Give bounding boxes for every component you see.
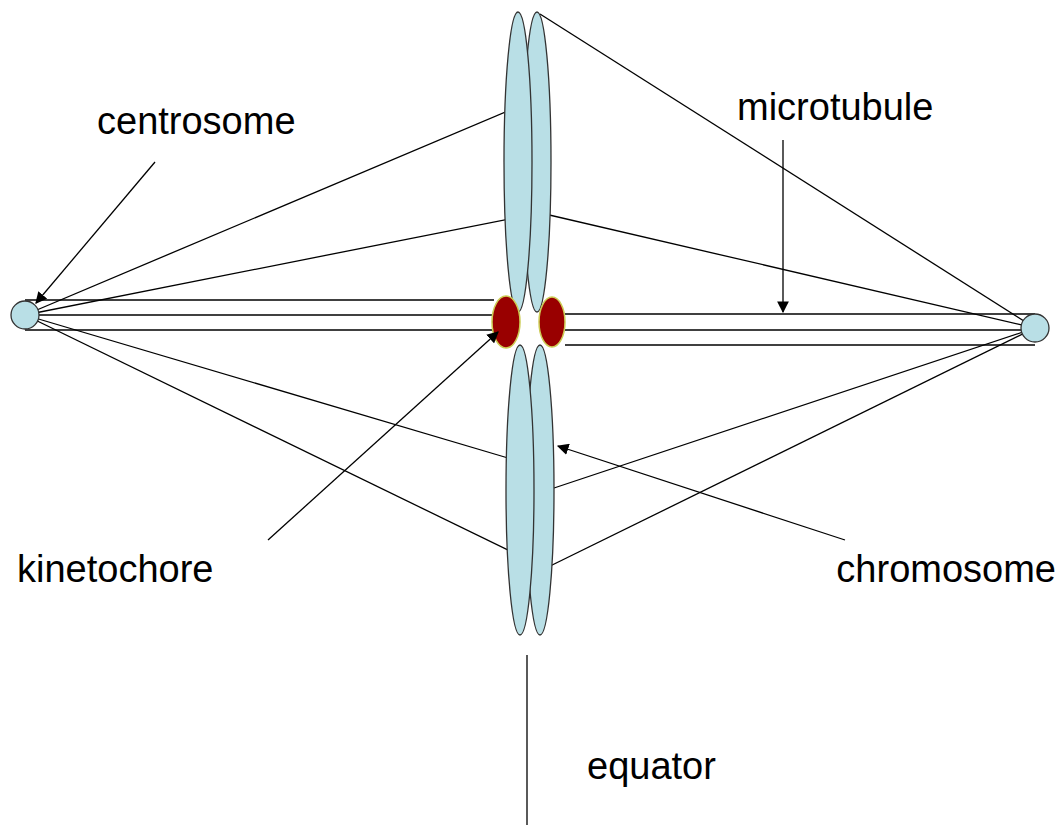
- kinetochore-shape: [492, 296, 520, 348]
- centrosome-circle: [1021, 314, 1049, 342]
- microtubule-line: [540, 14, 1035, 328]
- equator-line: [526, 655, 527, 825]
- kinetochores: [492, 296, 565, 348]
- microtubule-line: [25, 314, 494, 315]
- leader-line: [268, 332, 498, 540]
- leader-line: [782, 140, 783, 312]
- microtubule-line: [545, 214, 1035, 328]
- part-label: microtubule: [735, 86, 935, 130]
- microtubule-line: [548, 328, 1035, 490]
- microtubule-line: [25, 315, 508, 458]
- leader-lines: [36, 140, 845, 825]
- microtubule-line: [542, 328, 1035, 570]
- microtubule-line: [25, 218, 514, 315]
- centrosome-circle: [11, 301, 39, 329]
- leader-line: [36, 162, 155, 303]
- kinetochore-shape: [539, 297, 565, 347]
- leader-line: [558, 446, 845, 540]
- part-label: equator: [585, 745, 718, 789]
- microtubule-line: [25, 315, 512, 552]
- microtubule-line: [25, 329, 494, 330]
- microtubule-line: [565, 313, 1035, 314]
- centrosomes: [11, 301, 1049, 342]
- chromatid-arm: [504, 12, 532, 312]
- part-label: kinetochore: [15, 548, 215, 592]
- part-label: chromosome: [834, 548, 1058, 592]
- microtubule-line: [565, 344, 1035, 345]
- microtubule-line: [565, 329, 1035, 330]
- chromatid-arm: [506, 345, 534, 635]
- part-label: centrosome: [95, 100, 298, 144]
